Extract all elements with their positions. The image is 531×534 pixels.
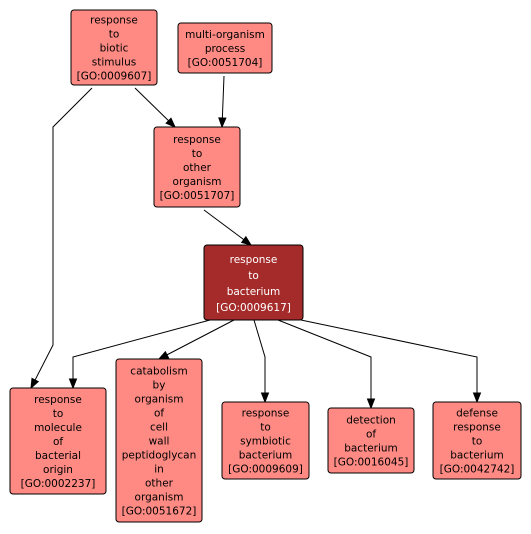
node-label-line: to: [472, 435, 483, 447]
node-label-line: catabolism: [130, 365, 187, 377]
arrow-head-icon: [472, 392, 482, 404]
edge-n_bacterium-to-n_molecule: [72, 319, 211, 388]
node-box[interactable]: [221, 401, 310, 480]
node-label-line: organism: [135, 491, 184, 503]
go-term-node[interactable]: response to molecule of bacterial origin [GO:0…: [9, 387, 107, 495]
node-label-line: origin: [43, 464, 73, 476]
go-term-node[interactable]: response to symbiotic bacterium [GO:0009609]: [221, 401, 310, 480]
node-label-line: cell: [150, 421, 168, 433]
node-box[interactable]: [432, 401, 522, 480]
node-label-line: response: [242, 407, 290, 419]
node-label-line: bacterium: [239, 449, 293, 461]
graph-edges: [30, 75, 482, 410]
node-go-id: [GO:0002237]: [21, 478, 96, 490]
go-term-node[interactable]: multi-organism process [GO:0051704]: [177, 22, 273, 74]
node-label-line: to: [248, 270, 259, 282]
node-label-line: bacterial: [35, 450, 81, 462]
node-label-line: wall: [149, 435, 170, 447]
node-label-line: response: [34, 394, 82, 406]
node-box[interactable]: [115, 358, 203, 523]
node-label-line: to: [192, 148, 203, 160]
arrow-head-icon: [68, 378, 78, 390]
node-label-line: of: [53, 436, 63, 448]
arrow-head-icon: [30, 377, 40, 390]
node-label-line: by: [153, 379, 166, 391]
node-label-line: response: [90, 14, 138, 26]
node-box[interactable]: [70, 9, 158, 86]
graph-nodes: response to biotic stimulus [GO:0009607] mult…: [9, 9, 522, 523]
node-label-line: organism: [135, 393, 184, 405]
node-label-line: to: [260, 421, 271, 433]
node-label-line: response: [173, 134, 221, 146]
node-label-line: other: [183, 162, 212, 174]
go-term-node[interactable]: catabolism by organism of cell wall peptidogly…: [115, 358, 203, 523]
node-label-line: to: [109, 28, 120, 40]
arrow-head-icon: [165, 117, 176, 128]
edge-n_other-to-n_bacterium: [203, 209, 252, 246]
node-go-id: [GO:0009607]: [77, 70, 152, 82]
node-label-line: multi-organism: [185, 29, 265, 41]
node-label-line: bacterium: [227, 286, 281, 298]
arrow-head-icon: [260, 392, 270, 404]
edge-n_bacterium-to-n_symbiotic: [253, 319, 266, 402]
node-label-line: detection: [346, 414, 396, 426]
node-box[interactable]: [9, 387, 107, 495]
arrow-head-icon: [240, 235, 253, 246]
node-go-id: [GO:0051707]: [160, 190, 235, 202]
edge-n_bacterium-to-n_defense: [300, 319, 478, 402]
edge-n_bacterium-to-n_catabolism: [158, 319, 235, 360]
node-box[interactable]: [153, 126, 241, 208]
node-label-line: process: [205, 43, 245, 55]
node-label-line: molecule: [34, 422, 82, 434]
node-label-line: in: [154, 463, 164, 475]
node-label-line: bacterium: [450, 449, 504, 461]
node-label-line: symbiotic: [240, 435, 291, 447]
node-go-id: [GO:0009609]: [228, 463, 303, 475]
node-go-id: [GO:0009617]: [216, 302, 291, 314]
go-term-node[interactable]: detection of bacterium [GO:0016045]: [327, 407, 415, 474]
edge-n_biotic-to-n_molecule: [30, 87, 93, 389]
node-label-line: stimulus: [92, 56, 136, 68]
node-go-id: [GO:0051672]: [122, 505, 197, 517]
node-label-line: response: [230, 254, 278, 266]
node-label-line: response: [453, 421, 501, 433]
node-label-line: other: [145, 477, 174, 489]
arrow-head-icon: [218, 117, 227, 129]
node-label-line: of: [366, 428, 376, 440]
node-label-line: biotic: [100, 42, 129, 54]
go-term-node[interactable]: response to other organism [GO:0051707]: [153, 126, 241, 208]
node-label-line: organism: [173, 176, 222, 188]
node-box[interactable]: [327, 407, 415, 474]
node-label-line: of: [154, 407, 164, 419]
node-label-line: peptidoglycan: [122, 449, 197, 461]
node-label-line: bacterium: [344, 442, 398, 454]
node-go-id: [GO:0016045]: [334, 456, 409, 468]
node-go-id: [GO:0051704]: [188, 57, 263, 69]
node-go-id: [GO:0042742]: [440, 463, 515, 475]
edge-n_bacterium-to-n_detection: [277, 319, 372, 408]
node-box[interactable]: [203, 244, 304, 321]
node-label-line: defense: [456, 407, 498, 419]
go-term-node[interactable]: defense response to bacterium [GO:0042742]: [432, 401, 522, 480]
arrow-head-icon: [157, 350, 170, 360]
go-term-node[interactable]: response to bacterium [GO:0009617]: [203, 244, 304, 321]
go-term-node[interactable]: response to biotic stimulus [GO:0009607]: [70, 9, 158, 86]
arrow-head-icon: [366, 398, 376, 410]
node-box[interactable]: [177, 22, 273, 74]
node-label-line: to: [53, 408, 64, 420]
